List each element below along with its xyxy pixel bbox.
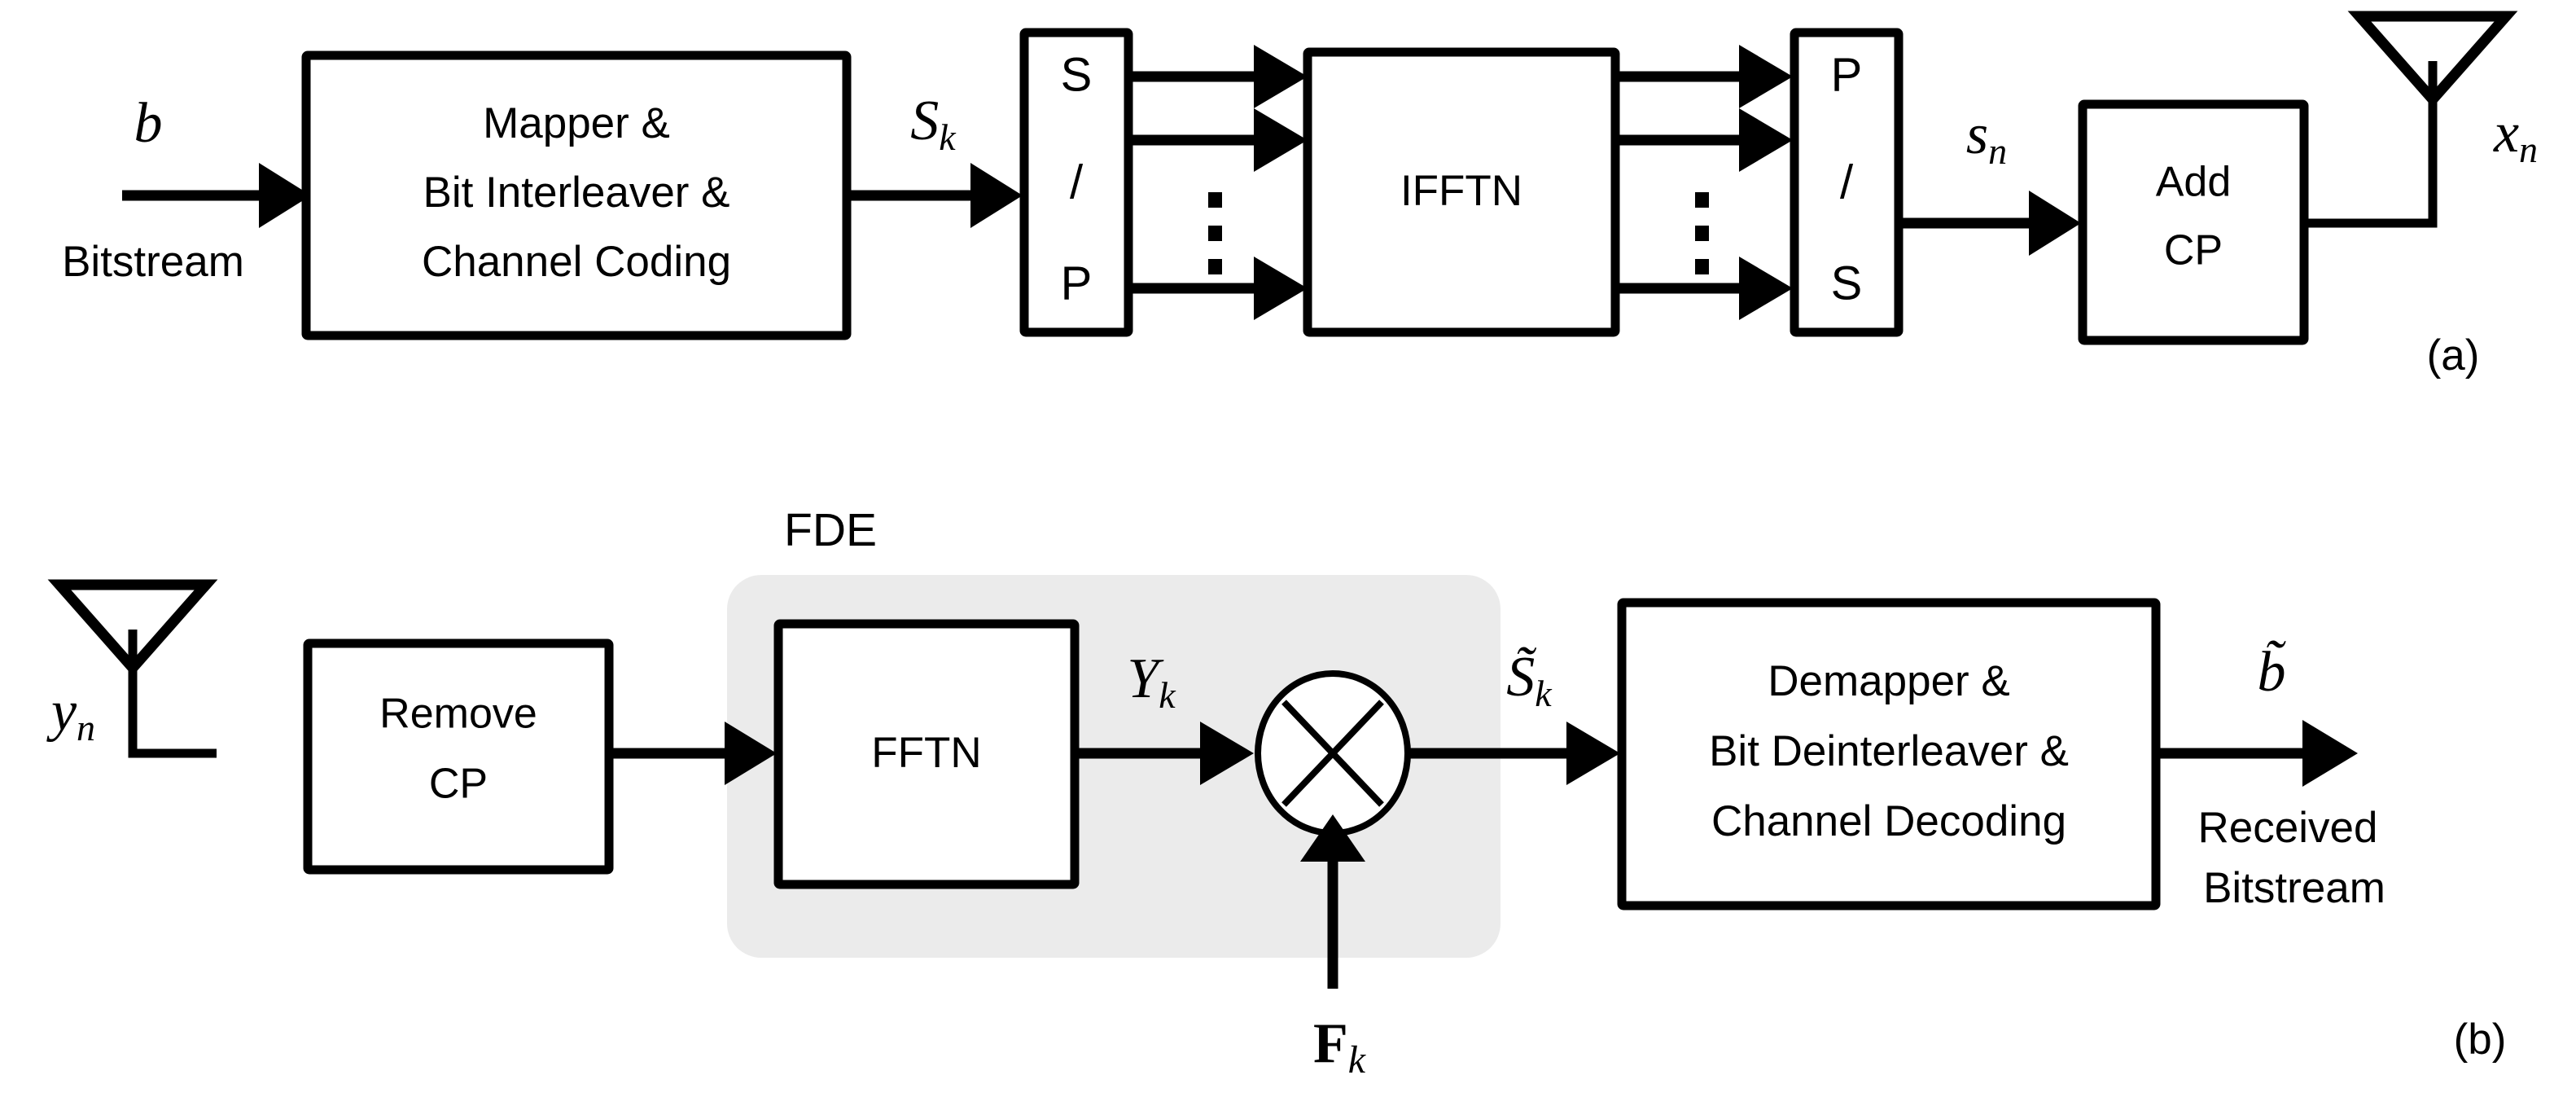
sp-line-1: S	[1061, 48, 1093, 101]
vertical-dots-sp-ifft	[1208, 192, 1222, 274]
ps-line-3: S	[1831, 257, 1863, 309]
label-y-n: yn	[46, 680, 95, 748]
vertical-dots-ifft-ps	[1695, 192, 1709, 274]
label-bitstream: Bitstream	[62, 238, 244, 286]
panel-label-b: (b)	[2454, 1016, 2507, 1064]
tx-antenna-icon	[2347, 11, 2518, 108]
sp-line-3: P	[1061, 257, 1093, 309]
label-fde: FDE	[784, 504, 877, 556]
sp-line-2: /	[1070, 156, 1084, 208]
label-b: b	[134, 92, 163, 155]
tx-antenna-feed	[2304, 61, 2438, 228]
block-ifft[interactable]	[1303, 47, 1620, 337]
demapper-line-3: Channel Decoding	[1711, 797, 2066, 845]
wire-fft-to-multiplier	[1075, 722, 1254, 785]
mapper-line-1: Mapper &	[483, 99, 670, 147]
label-S-tilde-k: S̃k	[1506, 646, 1553, 714]
bitstream-input-arrow	[122, 163, 311, 228]
parallel-bus-sp-to-ifft	[1128, 45, 1308, 320]
label-S-k: Sk	[910, 90, 957, 158]
received-bitstream-output-arrow	[2156, 720, 2358, 787]
block-serial-to-parallel[interactable]	[1019, 28, 1133, 337]
label-b-tilde: b̃	[2258, 641, 2286, 704]
wire-ps-to-addcp	[1899, 191, 2081, 256]
mapper-line-2: Bit Interleaver &	[423, 169, 729, 217]
wire-Fk-to-multiplier	[1300, 814, 1365, 989]
block-remove-cp[interactable]	[303, 638, 614, 875]
fft-label: FFTN	[871, 729, 981, 777]
addcp-line-2: CP	[2164, 227, 2223, 274]
removecp-line-2: CP	[429, 761, 488, 808]
demapper-line-1: Demapper &	[1768, 657, 2010, 705]
label-F-k: Fk	[1313, 1012, 1367, 1082]
mapper-line-3: Channel Coding	[422, 238, 731, 286]
multiplier-node[interactable]	[1255, 670, 1411, 836]
wire-removecp-to-fft	[609, 722, 777, 785]
block-add-cp[interactable]	[2078, 99, 2309, 345]
demapper-line-2: Bit Deinterleaver &	[1709, 727, 2069, 775]
block-parallel-to-serial[interactable]	[1790, 28, 1904, 337]
label-Y-k: Yk	[1127, 647, 1176, 716]
wire-mapper-to-sp	[847, 163, 1023, 228]
addcp-line-1: Add	[2156, 159, 2232, 206]
received-caption-line-2: Bitstream	[2203, 864, 2385, 912]
label-s-n: sn	[1966, 103, 2007, 172]
parallel-bus-ifft-to-ps	[1615, 45, 1793, 320]
ifft-label: IFFTN	[1400, 167, 1522, 215]
ps-line-2: /	[1840, 156, 1854, 208]
rx-antenna-feed	[128, 630, 217, 758]
panel-label-a: (a)	[2427, 331, 2480, 380]
label-x-n: xn	[2493, 102, 2538, 170]
received-caption-line-1: Received	[2198, 804, 2378, 852]
wire-multiplier-to-demapper	[1408, 722, 1620, 785]
ps-line-1: P	[1831, 48, 1863, 101]
rx-antenna-icon	[47, 579, 218, 676]
receiver-panel: FDE yn Remove CP FFTN	[46, 504, 2506, 1082]
transmitter-panel: b Bitstream Mapper & Bit Interleaver & C…	[62, 11, 2538, 380]
removecp-line-1: Remove	[379, 691, 537, 738]
